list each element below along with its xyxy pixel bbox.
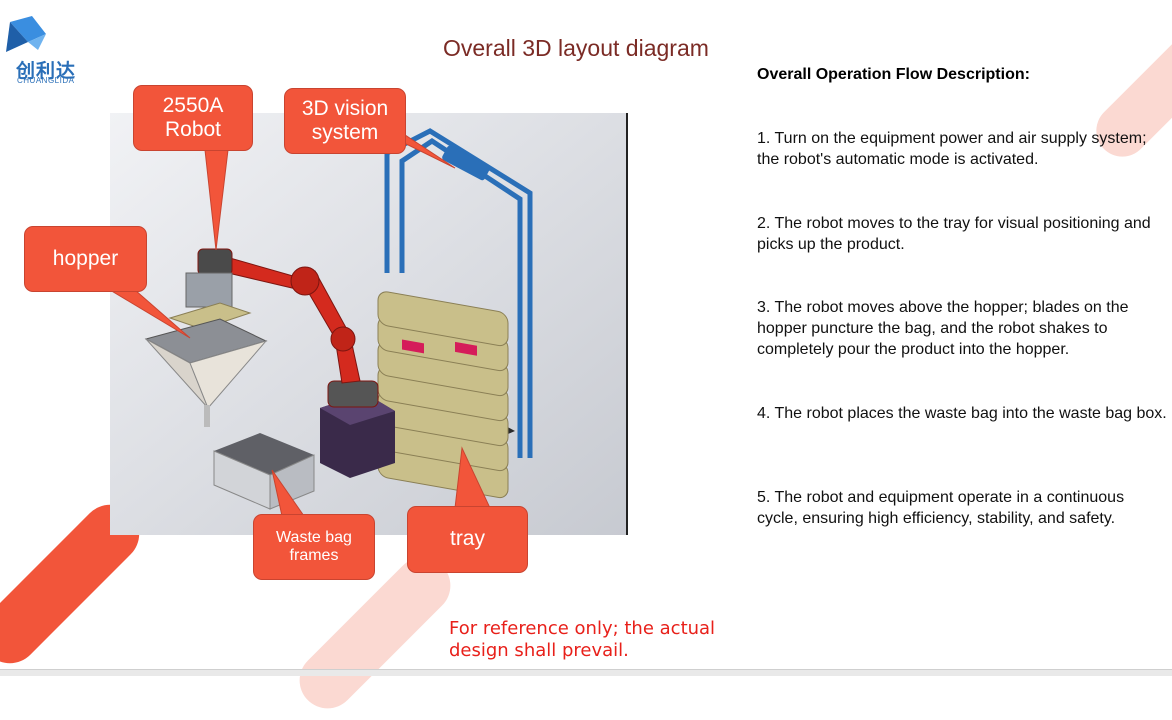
callout-vision-system: 3D vision system [284,88,406,154]
callout-robot: 2550A Robot [133,85,253,151]
callout-hopper-label: hopper [52,246,119,270]
callout-waste-bag-frames: Waste bag frames [253,514,375,580]
company-logo: 创利达 CHUANGLIDA [0,8,100,98]
flow-step-3: 3. The robot moves above the hopper; bla… [757,299,1129,358]
flow-step-2: 2. The robot moves to the tray for visua… [757,215,1151,253]
callout-vision-label: 3D vision system [301,96,389,144]
robot-arm [197,248,379,408]
reference-note: For reference only; the actual design sh… [449,618,716,661]
logo-chinese-text: 创利达 [16,60,77,82]
flow-step-4: 4. The robot places the waste bag into t… [757,405,1167,422]
callout-tray: tray [407,506,528,573]
page-title: Overall 3D layout diagram [443,35,709,61]
flow-step-5: 5. The robot and equipment operate in a … [757,489,1125,527]
callout-hopper: hopper [24,226,147,292]
layout-3d-illustration [110,113,628,535]
hopper [144,318,268,427]
flow-step-1: 1. Turn on the equipment power and air s… [757,130,1147,168]
callout-tray-label: tray [449,527,485,551]
callout-waste-label: Waste bag frames [276,528,352,564]
flow-heading: Overall Operation Flow Description: [757,66,1030,83]
logo-mark-icon [6,16,46,52]
logo-english-text: CHUANGLIDA [17,76,75,85]
bottom-scrollbar-strip [0,669,1172,676]
tray-pallet-stack [377,291,515,499]
callout-robot-label: 2550A Robot [162,93,224,141]
